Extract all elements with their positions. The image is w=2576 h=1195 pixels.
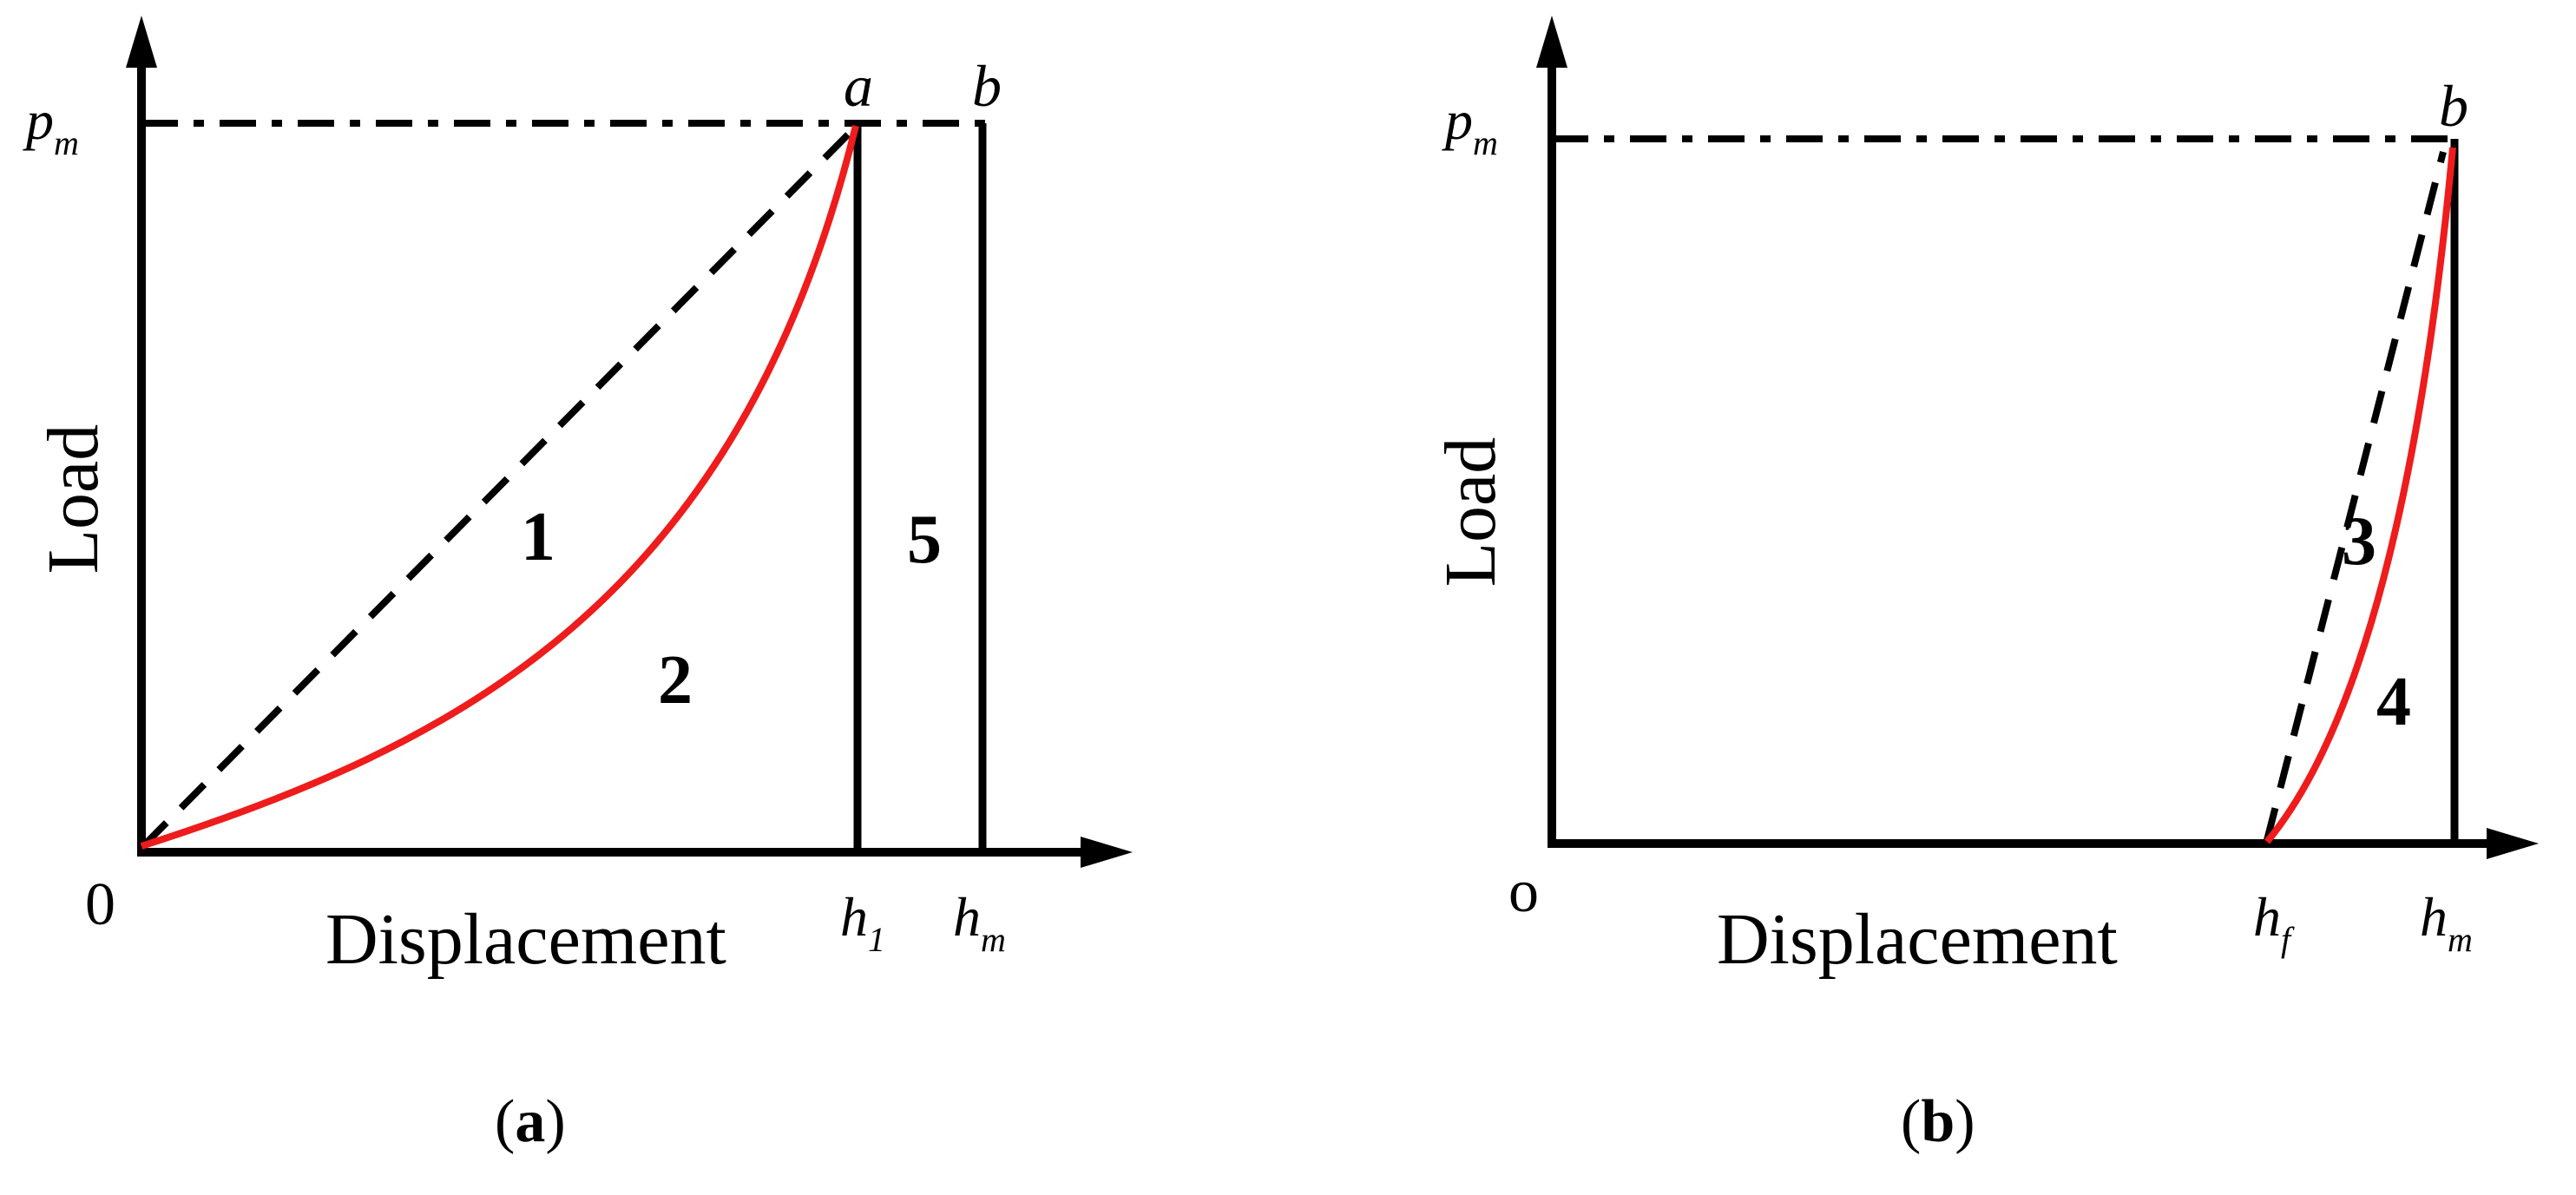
- origin-label: o: [1508, 858, 1539, 925]
- pm-label: pm: [1442, 89, 1498, 162]
- origin-label: 0: [85, 871, 115, 938]
- region-3-label: 3: [2342, 503, 2376, 580]
- x-axis-arrow: [2487, 828, 2539, 859]
- loading-curve: [140, 125, 859, 850]
- secant-dashed-line: [141, 128, 855, 849]
- x-axis-label: Displacement: [325, 899, 726, 980]
- hm-label: hm: [953, 886, 1006, 959]
- y-axis-arrow: [126, 16, 157, 68]
- caption-b: (b): [1901, 1088, 1975, 1155]
- x-axis-arrow: [1081, 837, 1133, 868]
- region-1-label: 1: [521, 499, 555, 575]
- unloading-curve: [2264, 147, 2456, 844]
- h1-label: h1: [840, 886, 885, 959]
- y-axis-label: Load: [33, 424, 114, 575]
- point-b-label: b: [972, 53, 1002, 119]
- caption-a: (a): [495, 1088, 566, 1155]
- region-4-label: 4: [2376, 664, 2411, 740]
- hm-label: hm: [2420, 886, 2473, 959]
- panel-a: pm a b Load 0 Displacement h1 hm 1 2 5 (…: [23, 16, 1133, 1155]
- point-a-label: a: [844, 53, 873, 119]
- pm-label: pm: [23, 89, 79, 162]
- panel-b: pm b Load o Displacement hf hm 3 4 (b): [1430, 16, 2539, 1155]
- y-axis-label: Load: [1430, 437, 1511, 588]
- point-b-label: b: [2439, 73, 2468, 139]
- region-5-label: 5: [907, 502, 942, 578]
- hf-label: hf: [2253, 886, 2295, 959]
- y-axis-arrow: [1536, 16, 1567, 68]
- region-2-label: 2: [658, 642, 693, 719]
- x-axis-label: Displacement: [1717, 899, 2118, 980]
- unloading-tangent-dashed-line: [2264, 151, 2447, 841]
